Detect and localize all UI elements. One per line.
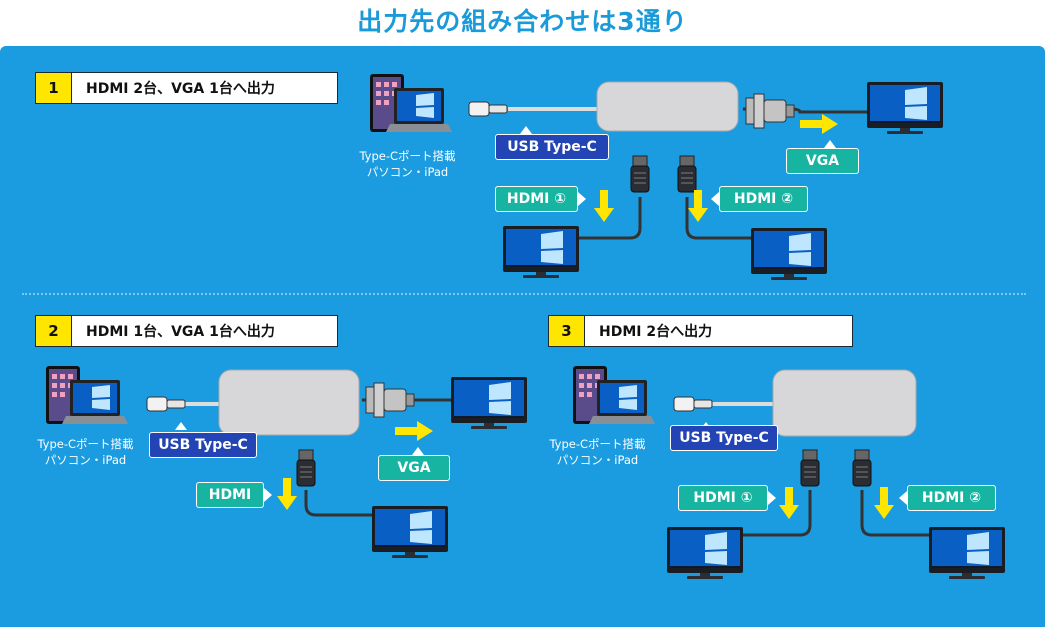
hdmi-label: HDMI	[196, 482, 264, 508]
hdmi-1-label: HDMI ①	[495, 186, 578, 212]
device-caption: Type-Cポート搭載 パソコン・iPad	[350, 148, 465, 180]
section-2-artwork	[46, 366, 527, 558]
device-caption-line2: パソコン・iPad	[44, 453, 127, 467]
section-number: 2	[36, 316, 72, 346]
page-title: 出力先の組み合わせは3通り	[357, 7, 688, 36]
hdmi-2-label: HDMI ②	[907, 485, 996, 511]
device-caption-line1: Type-Cポート搭載	[359, 149, 456, 163]
hdmi-2-label: HDMI ②	[719, 186, 808, 212]
section-divider	[22, 293, 1026, 295]
usb-type-c-label: USB Type-C	[495, 134, 609, 160]
vga-label: VGA	[786, 148, 859, 174]
device-caption-line1: Type-Cポート搭載	[37, 437, 134, 451]
device-caption-line1: Type-Cポート搭載	[549, 437, 646, 451]
usb-type-c-label: USB Type-C	[670, 425, 778, 451]
section-title: HDMI 2台、VGA 1台へ出力	[86, 81, 275, 97]
device-caption: Type-Cポート搭載 パソコン・iPad	[28, 436, 143, 468]
usb-type-c-label: USB Type-C	[149, 432, 257, 458]
device-caption-line2: パソコン・iPad	[366, 165, 449, 179]
section-title: HDMI 2台へ出力	[599, 324, 713, 340]
section-header-1: 1 HDMI 2台、VGA 1台へ出力	[35, 72, 338, 104]
section-number: 3	[549, 316, 585, 346]
device-caption-line2: パソコン・iPad	[556, 453, 639, 467]
vga-label: VGA	[378, 455, 450, 481]
device-caption: Type-Cポート搭載 パソコン・iPad	[540, 436, 655, 468]
hdmi-1-label: HDMI ①	[678, 485, 768, 511]
section-number: 1	[36, 73, 72, 103]
section-header-3: 3 HDMI 2台へ出力	[548, 315, 853, 347]
section-3-artwork	[573, 366, 1005, 579]
section-1-artwork	[370, 74, 943, 280]
section-header-2: 2 HDMI 1台、VGA 1台へ出力	[35, 315, 338, 347]
section-title: HDMI 1台、VGA 1台へ出力	[86, 324, 275, 340]
